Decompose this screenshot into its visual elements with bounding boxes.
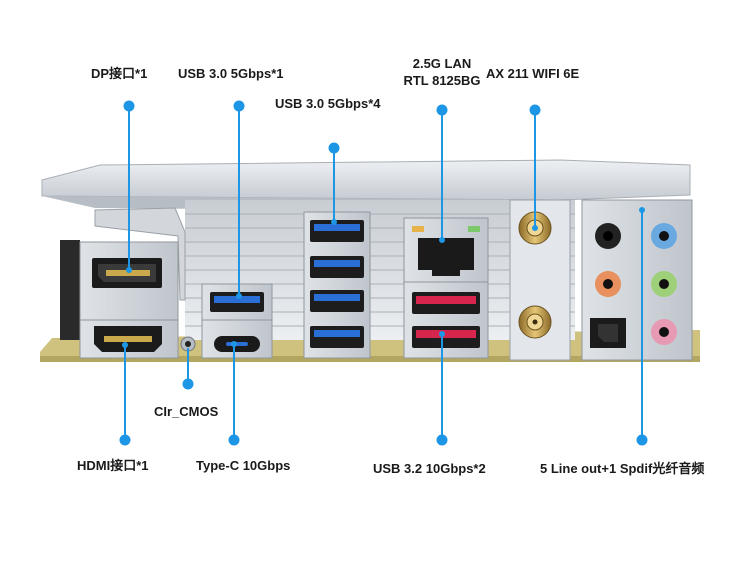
label-audio: 5 Line out+1 Spdif光纤音频	[540, 461, 705, 476]
label-wifi: AX 211 WIFI 6E	[486, 66, 580, 81]
label-lan-line1: 2.5G LAN	[412, 56, 472, 71]
usb30-single-port	[201, 283, 273, 321]
label-dp: DP接口*1	[91, 66, 148, 81]
label-usb30-quad: USB 3.0 5Gbps*4	[275, 96, 381, 111]
top-cover-plate	[41, 159, 691, 201]
label-usb30-single: USB 3.0 5Gbps*1	[178, 66, 284, 81]
label-clr-cmos: CIr_CMOS	[154, 404, 219, 419]
audio-jack-icon	[595, 223, 677, 345]
label-hdmi: HDMI接口*1	[77, 458, 149, 473]
usb-c-port-icon	[201, 319, 273, 359]
left-bracket	[94, 207, 186, 301]
usb32-ports	[403, 281, 489, 359]
callouts	[119, 100, 648, 446]
sma-antenna-icon	[518, 211, 552, 339]
hdmi-port-icon	[79, 319, 179, 359]
spdif-optical-icon	[590, 318, 626, 348]
label-typec: Type-C 10Gbps	[196, 458, 291, 473]
audio-panel	[581, 199, 693, 361]
usb30-quad-stack	[303, 211, 371, 359]
rj45-port-icon	[403, 217, 489, 283]
label-usb32: USB 3.2 10Gbps*2	[373, 461, 486, 476]
label-lan-line2: RTL 8125BG	[403, 73, 481, 88]
clr-cmos-button	[180, 336, 196, 352]
